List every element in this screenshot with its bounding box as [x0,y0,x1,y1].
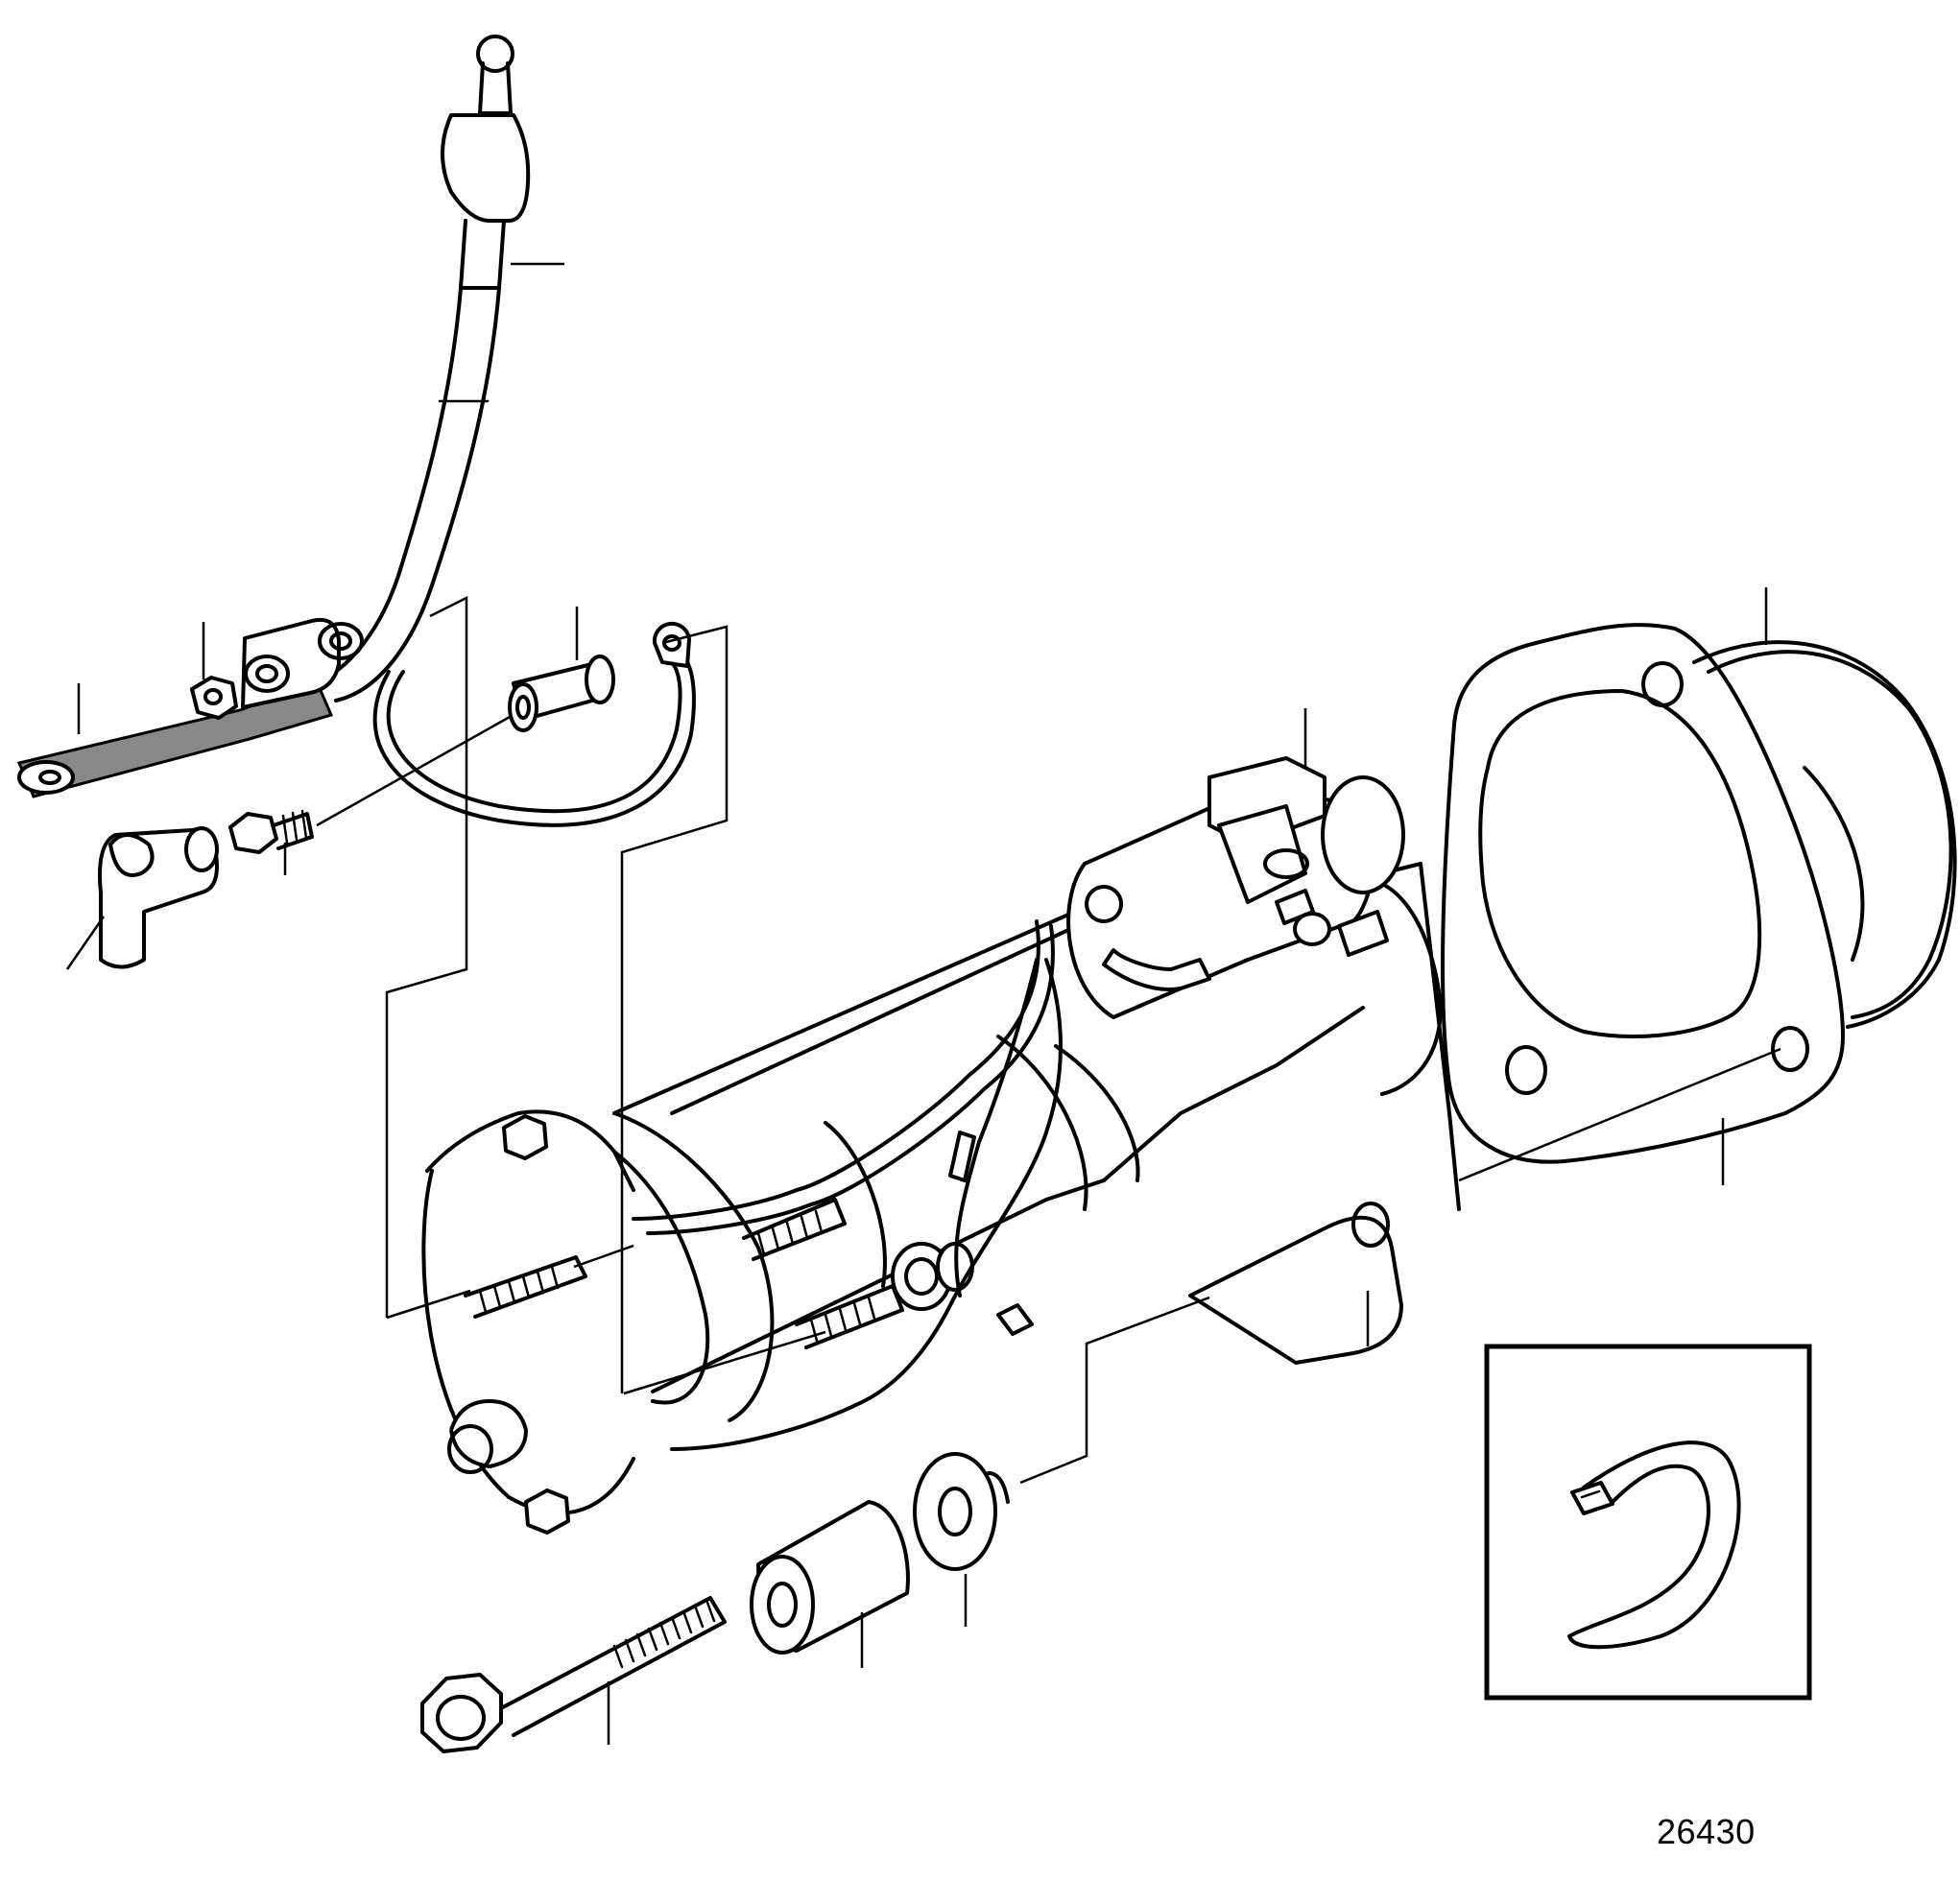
flange-bolt [228,710,519,875]
solenoid [1066,708,1405,1019]
spacer-sleeve [508,607,615,732]
ground-strap [16,618,364,798]
detail-box-cable-tie [1484,1344,1812,1701]
protective-cap [65,826,219,970]
curved-cable [372,621,696,827]
leader-lines-misc [1019,1291,1370,1485]
starter-wiring [632,885,1211,1451]
o-ring [1692,587,1957,1029]
mounting-bolt [420,1596,727,1753]
starter-motor [421,862,1461,1535]
assembly-bracket-right [573,625,826,1395]
figure-number: 26430 [1657,1812,1756,1851]
nut [190,622,238,720]
assembly-bracket-left [385,595,471,1320]
battery-cable [315,35,564,702]
washer [913,1452,1010,1627]
spacer-bush [750,1500,910,1668]
flange-gasket [1441,623,1845,1185]
